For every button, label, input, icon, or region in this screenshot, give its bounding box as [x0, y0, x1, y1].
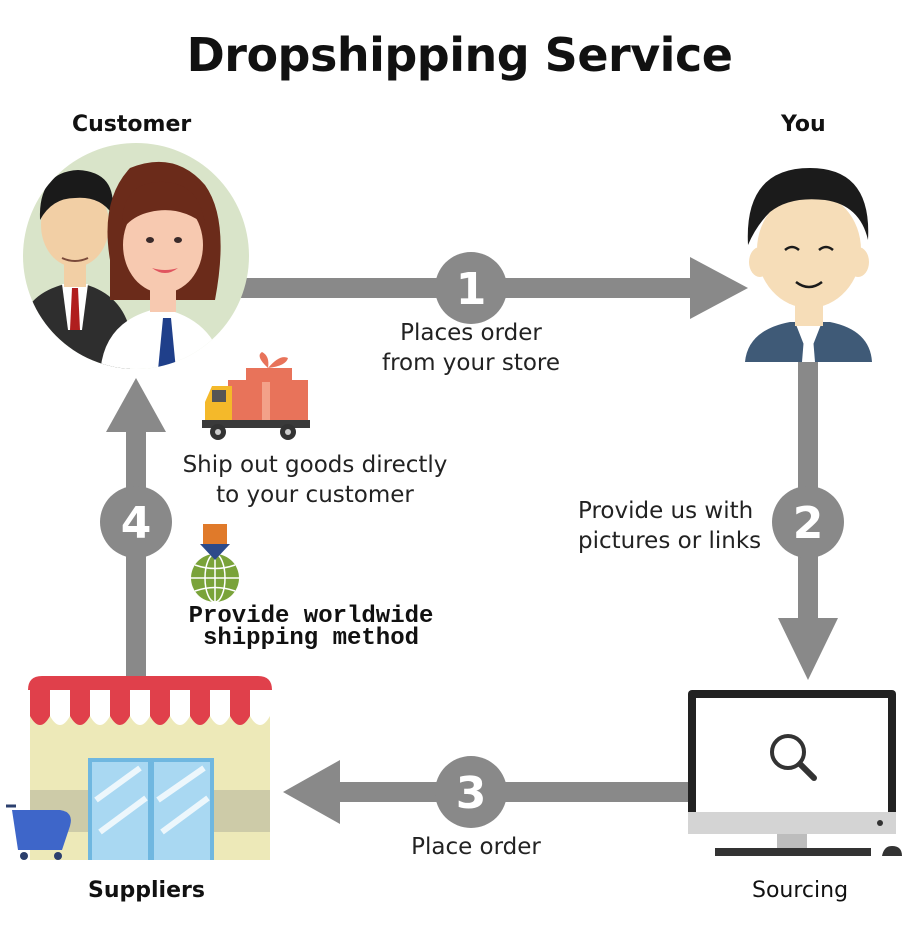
shipping-note-line-1: Provide worldwide: [188, 603, 434, 630]
step-3-line-1: Place order: [411, 834, 541, 860]
arrow-3-head: [283, 760, 340, 824]
arrow-1-head: [690, 257, 748, 319]
step-4-line-1: Ship out goods directly: [182, 452, 448, 478]
step-3-circle: [435, 756, 507, 828]
step-4-number: 4: [121, 498, 152, 549]
step-1-line-1: Places order: [400, 320, 542, 346]
page-title: Dropshipping Service: [186, 28, 733, 82]
step-1-line-2: from your store: [381, 350, 561, 376]
storefront-icon: [6, 676, 272, 860]
arrow-4-head: [106, 378, 166, 432]
globe-icon: [191, 524, 239, 603]
arrow-2-head: [778, 618, 838, 680]
step-4-circle: [100, 486, 172, 558]
monitor-search-icon: [688, 690, 902, 856]
step-2-line-2: pictures or links: [578, 528, 762, 554]
step-4-description: Ship out goods directly to your customer: [170, 450, 460, 510]
shipping-note-line-2: shipping method: [202, 625, 420, 652]
arrow-3-shaft: [330, 782, 690, 802]
shipping-method-note: Provide worldwide shipping method: [176, 603, 446, 652]
step-2-circle: [772, 486, 844, 558]
step-2-line-1: Provide us with: [578, 498, 754, 524]
user-avatar-icon: [745, 168, 872, 362]
customer-couple-icon: [23, 143, 249, 369]
step-2-description: Provide us with pictures or links: [578, 496, 768, 556]
step-2-number: 2: [793, 498, 824, 549]
delivery-truck-icon: [202, 352, 310, 440]
step-1-number: 1: [456, 264, 487, 315]
node-label-customer: Customer: [72, 112, 192, 137]
node-label-sourcing: Sourcing: [752, 878, 849, 903]
node-label-suppliers: Suppliers: [88, 878, 205, 903]
step-4-line-2: to your customer: [216, 482, 414, 508]
step-1-circle: [435, 252, 507, 324]
node-label-you: You: [781, 112, 826, 137]
step-1-description: Places order from your store: [376, 318, 566, 378]
step-3-description: Place order: [386, 832, 566, 862]
step-3-number: 3: [456, 768, 487, 819]
